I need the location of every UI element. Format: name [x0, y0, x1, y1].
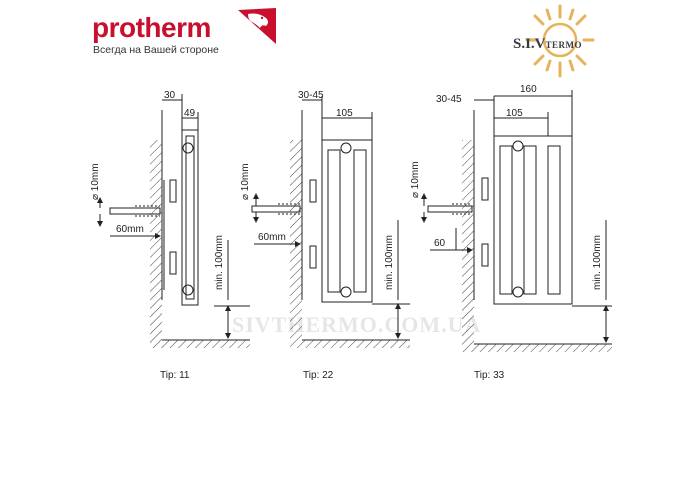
dim-floor-11: min. 100mm	[214, 235, 225, 290]
siv-termo-logo: S.I.VTERMO	[505, 2, 615, 82]
radiator-panel	[181, 129, 199, 306]
wall	[462, 140, 474, 344]
dim-wall-gap-33: 30-45	[436, 94, 462, 105]
watermark: SIVTHERMO.COM.UA	[232, 312, 482, 337]
dowel	[427, 205, 473, 213]
floor	[462, 344, 612, 352]
dim-bracket-11: 60mm	[116, 224, 144, 235]
dim-wall-gap-11: 30	[164, 90, 176, 101]
siv-text: S.I.V	[513, 36, 546, 52]
bracket-bottom	[309, 245, 317, 269]
dim-depth-33: 105	[506, 108, 523, 119]
protherm-logo: protherm Всегда на Вашей стороне	[88, 6, 278, 56]
floor	[290, 340, 410, 348]
valve-bottom	[512, 286, 524, 298]
dowel	[109, 207, 161, 215]
brand-slogan: Всегда на Вашей стороне	[93, 44, 219, 56]
floor	[150, 340, 250, 348]
dim-depth-22: 105	[336, 108, 353, 119]
radiator-panel	[321, 139, 373, 303]
wall	[150, 140, 162, 340]
caption-tip-33: Tip: 33	[474, 370, 505, 381]
dowel	[251, 205, 301, 213]
dim-pipe-22: ⌀ 10mm	[240, 163, 251, 200]
termo-text: TERMO	[545, 40, 583, 50]
valve-top	[182, 142, 194, 154]
valve-top	[340, 142, 352, 154]
radiator-panel	[493, 135, 573, 305]
brand-name: protherm	[92, 12, 211, 43]
siv-termo-text: S.I.VTERMO	[513, 36, 582, 53]
bracket-top	[309, 179, 317, 203]
dim-pipe-33: ⌀ 10mm	[410, 161, 421, 198]
bracket-top	[481, 177, 489, 201]
dim-bracket-22: 60mm	[258, 232, 286, 243]
dim-depth-11: 49	[184, 108, 196, 119]
dim-floor-33: min. 100mm	[592, 235, 603, 290]
panther-logo-icon	[238, 8, 276, 44]
diagram-tip-11	[97, 94, 250, 348]
wall	[290, 140, 302, 340]
bracket-top	[169, 179, 177, 203]
caption-tip-22: Tip: 22	[303, 370, 334, 381]
bracket-bottom	[481, 243, 489, 267]
caption-tip-11: Tip: 11	[160, 370, 190, 381]
dim-wall-gap-22: 30-45	[298, 90, 324, 101]
diagram-tip-22	[251, 96, 410, 348]
dim-floor-22: min. 100mm	[384, 235, 395, 290]
valve-bottom	[182, 284, 194, 296]
dim-total-33: 160	[520, 84, 537, 95]
dim-bracket-33: 60	[434, 238, 446, 249]
sun-icon	[525, 4, 595, 78]
valve-bottom	[340, 286, 352, 298]
dim-pipe-11: ⌀ 10mm	[90, 163, 101, 200]
valve-top	[512, 140, 524, 152]
bracket-bottom	[169, 251, 177, 275]
diagram-tip-33	[421, 90, 612, 352]
